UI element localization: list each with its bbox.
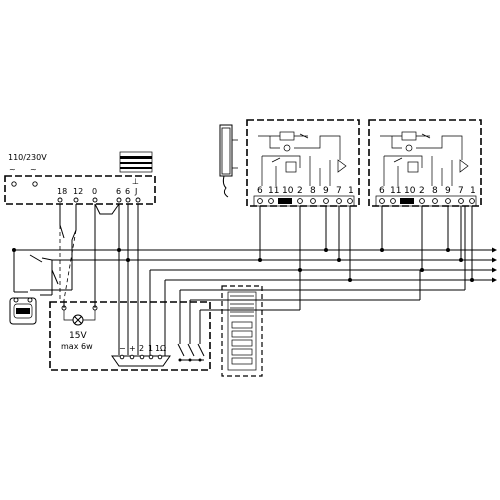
right-terminal-screws <box>379 198 475 204</box>
bus-lines <box>14 247 497 291</box>
speaker-unit: 15V max 6w − + 2 1 1 Ω <box>49 301 211 371</box>
speaker-terminal-1b: 1 <box>155 344 160 353</box>
speaker-terminal-screws <box>119 354 163 360</box>
speaker-terminal-minus: − <box>119 344 126 353</box>
left-intercom-drops <box>258 206 352 282</box>
right-terminal-9: 9 <box>445 186 451 196</box>
speaker-terminal-2: 2 <box>139 344 144 353</box>
psu-terminal-12: 12 <box>73 187 83 196</box>
bell-icon <box>9 297 37 325</box>
right-terminal-2: 2 <box>419 186 425 196</box>
right-terminal-1: 1 <box>470 186 476 196</box>
intercom-right: 6 11 10 2 8 9 7 1 <box>368 119 482 207</box>
lamp-icon <box>63 310 96 326</box>
power-supply: 110/230V ~ ~ 18 12 0 6 6 J ⊥ <box>4 153 156 205</box>
mains-symbol-1: ~ <box>9 165 16 174</box>
call-buttons <box>177 343 205 362</box>
right-terminal-6: 6 <box>379 186 385 196</box>
right-terminal-7: 7 <box>458 186 464 196</box>
output-voltage-label: 15V <box>69 331 87 341</box>
door-panel-icon <box>221 285 263 377</box>
left-terminal-8: 8 <box>310 186 316 196</box>
psu-terminal-0: 0 <box>92 187 97 196</box>
psu-terminal-screws <box>57 197 141 203</box>
power-supply-box <box>4 175 156 205</box>
left-terminal-screws <box>257 198 353 204</box>
speaker-unit-box <box>49 301 211 371</box>
left-terminal-6: 6 <box>257 186 263 196</box>
left-terminal-1: 1 <box>348 186 354 196</box>
right-terminal-11: 11 <box>390 186 401 196</box>
door-panel-box <box>221 285 263 377</box>
speaker-terminal-plus: + <box>129 344 136 353</box>
relay-module-icon <box>119 151 153 173</box>
psu-terminal-6b: 6 <box>125 187 130 196</box>
speaker-terminal-ohm: Ω <box>160 344 166 353</box>
psu-terminal-18: 18 <box>57 187 67 196</box>
intercom-left: 6 11 10 2 8 9 7 1 <box>246 119 360 207</box>
psu-wiring <box>12 203 139 355</box>
handset-icon <box>219 124 238 198</box>
right-terminal-8: 8 <box>432 186 438 196</box>
speaker-terminal-1a: 1 <box>148 344 153 353</box>
mains-symbol-2: ~ <box>30 165 37 174</box>
left-terminal-10: 10 <box>282 186 294 196</box>
ground-symbol: ⊥ <box>132 177 139 186</box>
psu-terminal-6a: 6 <box>116 187 121 196</box>
mains-terminals <box>11 181 38 187</box>
mains-voltage-label: 110/230V <box>8 153 47 162</box>
output-max-label: max 6w <box>61 342 93 351</box>
left-terminal-11: 11 <box>268 186 279 196</box>
left-terminal-7: 7 <box>336 186 342 196</box>
right-intercom-drops <box>380 206 474 290</box>
left-terminal-2: 2 <box>297 186 303 196</box>
psu-terminal-j: J <box>134 187 137 196</box>
left-terminal-9: 9 <box>323 186 329 196</box>
right-terminal-10: 10 <box>404 186 416 196</box>
